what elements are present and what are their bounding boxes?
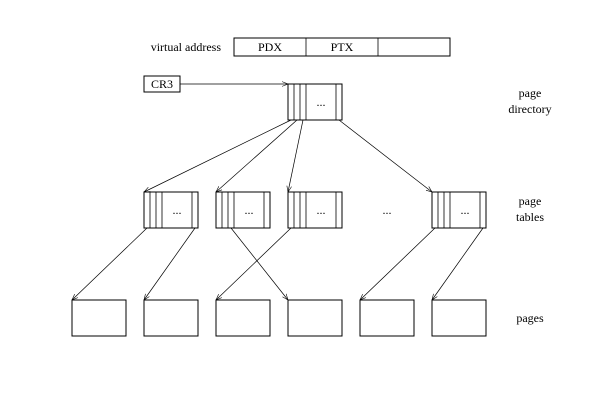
table-to-page-arrows xyxy=(72,227,484,300)
pages-label: pages xyxy=(516,311,544,325)
page-directory-label-line1: page xyxy=(519,86,542,100)
pd-to-pt-arrow xyxy=(216,119,298,192)
pt-ellipsis: ... xyxy=(245,203,254,217)
page-table-box xyxy=(143,191,199,229)
page-directory-box xyxy=(287,83,343,121)
pd-ellipsis: ... xyxy=(317,95,326,109)
pt-ellipsis: ... xyxy=(173,203,182,217)
page-box xyxy=(143,299,199,337)
page-table-4: ... xyxy=(431,191,487,229)
pt-to-page-arrow xyxy=(360,227,436,300)
pt-to-page-arrow xyxy=(144,227,196,300)
page-table-box xyxy=(287,191,343,229)
page-tables-label-line2: tables xyxy=(516,210,544,224)
pt-to-page-arrow xyxy=(432,227,484,300)
page-table-1: ... xyxy=(143,191,199,229)
page-tables-label-line1: page xyxy=(519,194,542,208)
page-box xyxy=(359,299,415,337)
page-box xyxy=(287,299,343,337)
page-table-box xyxy=(431,191,487,229)
pt-to-page-arrow xyxy=(72,227,148,300)
cr3-register: CR3 xyxy=(143,75,288,93)
virtual-address-box xyxy=(233,37,451,57)
va-field-pdx: PDX xyxy=(258,40,282,54)
virtual-address-label: virtual address xyxy=(151,40,222,54)
cr3-label: CR3 xyxy=(151,77,173,91)
virtual-address-row: virtual address PDX PTX xyxy=(151,37,451,57)
page-box xyxy=(215,299,271,337)
page-box xyxy=(431,299,487,337)
page-table-3: ... xyxy=(287,191,343,229)
pages-row xyxy=(71,299,487,337)
page-directory-label-line2: directory xyxy=(508,102,551,116)
page-table-box xyxy=(215,191,271,229)
pd-to-pt-arrow xyxy=(338,119,432,192)
page-table-2: ... xyxy=(215,191,271,229)
pd-to-pt-arrow xyxy=(144,119,292,192)
directory-to-table-arrows xyxy=(144,119,432,192)
pt-to-page-arrow xyxy=(230,227,288,300)
pt-ellipsis: ... xyxy=(317,203,326,217)
page-tables-gap-ellipsis: ... xyxy=(383,203,392,217)
pt-ellipsis: ... xyxy=(461,203,470,217)
page-directory: ... xyxy=(287,83,343,121)
pd-to-pt-arrow xyxy=(288,119,304,192)
page-box xyxy=(71,299,127,337)
va-field-ptx: PTX xyxy=(331,40,354,54)
pt-to-page-arrow xyxy=(216,227,292,300)
